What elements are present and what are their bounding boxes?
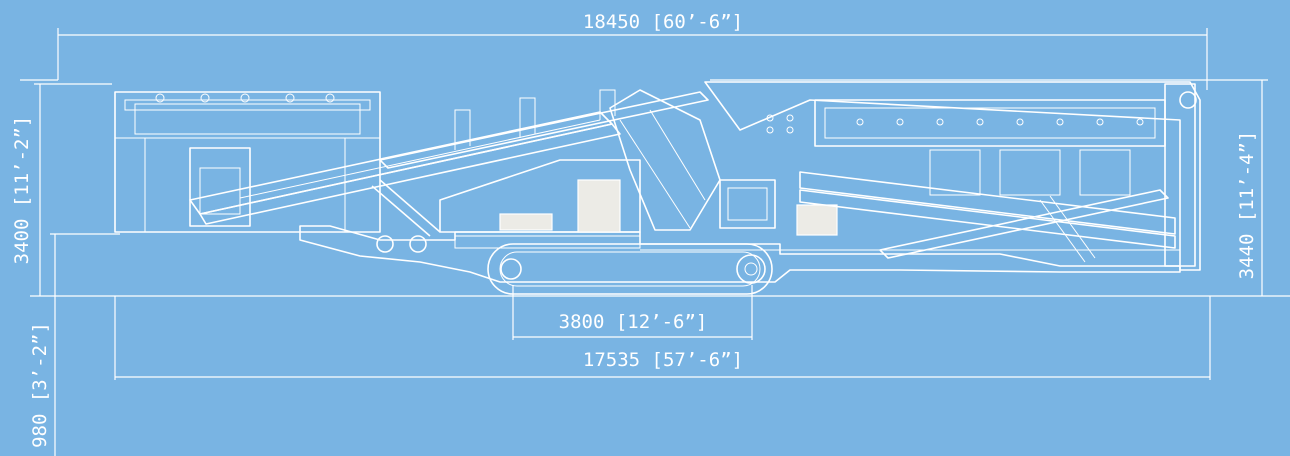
base-length-label: 17535 [57’-6”] bbox=[583, 349, 743, 371]
discharge-conveyor bbox=[799, 171, 1176, 263]
left-height-label: 3400 [11’-2”] bbox=[11, 116, 33, 265]
power-unit bbox=[439, 89, 838, 236]
overall-length-label: 18450 [60’-6”] bbox=[583, 11, 743, 33]
ground-clearance-label: 980 [3’-2”] bbox=[29, 322, 51, 448]
main-conveyor bbox=[189, 111, 621, 225]
crawler-track bbox=[487, 243, 773, 295]
chassis bbox=[299, 225, 1181, 283]
dimension-lines bbox=[20, 28, 1290, 456]
panel-right bbox=[796, 204, 838, 236]
machine-drawing bbox=[114, 81, 1201, 295]
panel-center bbox=[577, 179, 621, 233]
screen-deck bbox=[704, 81, 1201, 271]
right-height-label: 3440 [11’-4”] bbox=[1236, 131, 1258, 280]
tail-conveyor bbox=[371, 89, 709, 237]
panel-left bbox=[499, 213, 553, 231]
track-length-label: 3800 [12’-6”] bbox=[559, 311, 708, 333]
feed-hopper bbox=[114, 91, 381, 233]
